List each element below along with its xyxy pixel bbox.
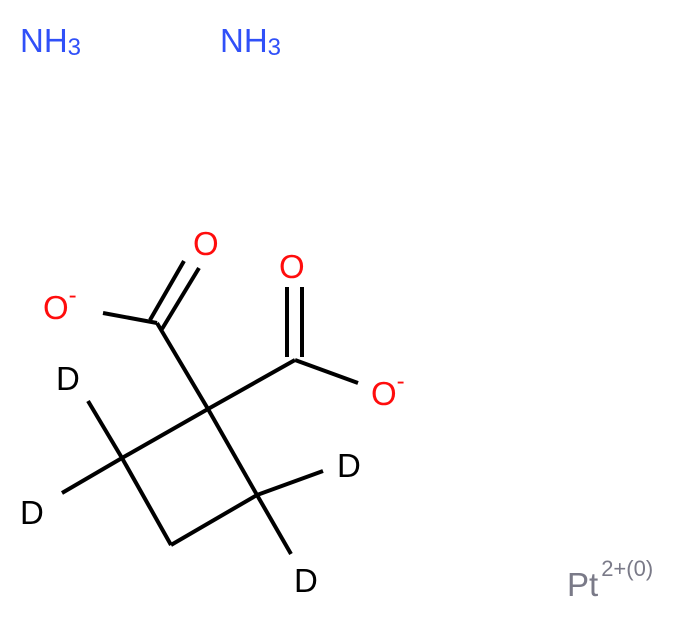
bond-left-carboxyl-double-b — [160, 266, 201, 331]
deuterium-right: D — [337, 447, 361, 484]
bonds — [60, 260, 359, 555]
bond-right-carboxyl-to-ominus — [294, 358, 359, 385]
bond-ring-left-to-bottom — [120, 457, 173, 546]
bond-ring-right-to-quat — [206, 408, 259, 496]
ammonia-label-2: NH3 — [220, 22, 281, 61]
bond-cd-right — [256, 469, 324, 497]
bond-quat-to-left-carboxyl — [155, 321, 210, 411]
ammonia-label-1: NH3 — [20, 22, 81, 61]
deuterium-top-left: D — [56, 360, 80, 397]
oxygen-double-left: O — [193, 225, 219, 262]
bond-left-carboxyl-double-a — [148, 260, 186, 321]
deuterium-bottom: D — [294, 562, 318, 599]
bond-left-carboxyl-to-ominus — [102, 311, 158, 325]
oxygen-minus-right: O- — [371, 368, 405, 412]
bond-quat-to-right-carboxyl — [207, 358, 296, 411]
oxygen-minus-left: O- — [43, 282, 77, 326]
deuterium-left: D — [20, 494, 44, 531]
bond-ring-bottom-to-right — [169, 493, 259, 547]
bond-cd-top-left — [86, 399, 124, 460]
bond-cd-left — [60, 456, 124, 495]
bond-ring-quat-to-left — [121, 407, 209, 460]
bond-cd-bottom — [255, 494, 293, 555]
oxygen-double-right: O — [279, 248, 305, 285]
